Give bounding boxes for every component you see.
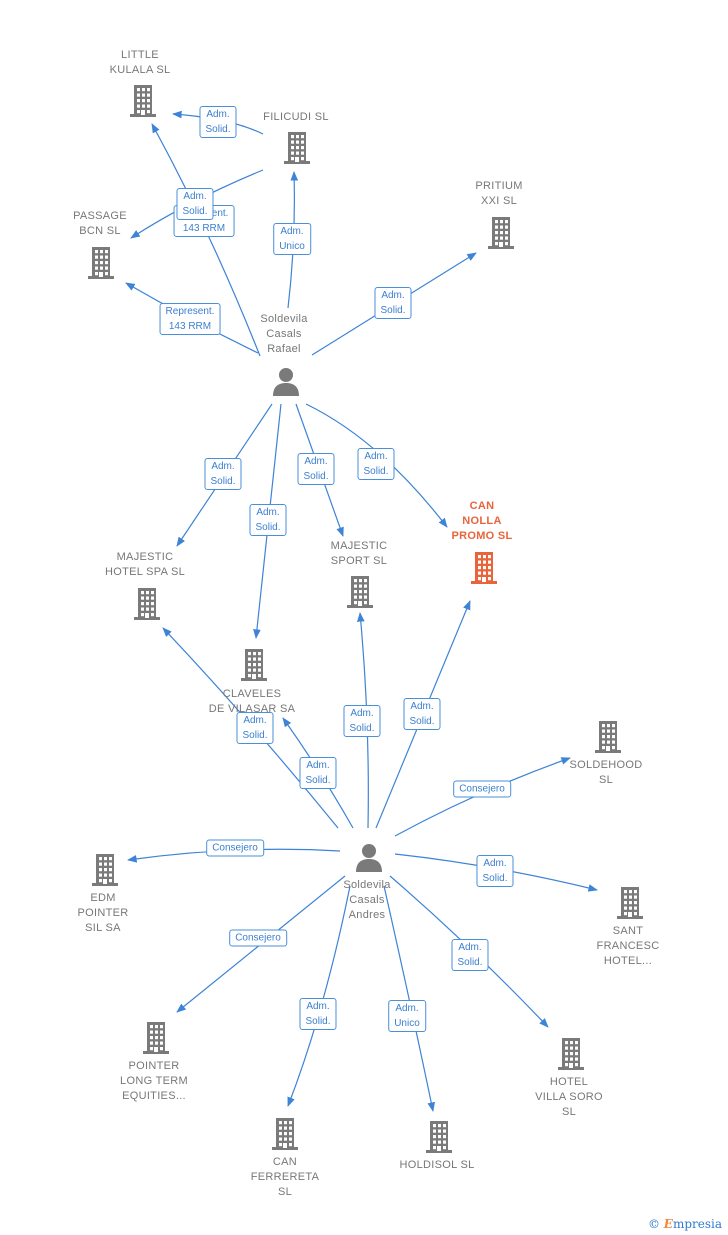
node-label-villasoro[interactable]: HOTEL VILLA SORO SL <box>535 1076 603 1118</box>
edge-label-andres-to-pointer[interactable]: Consejero <box>229 929 287 947</box>
edge-label-andres-to-santfrancesc[interactable]: Adm. Solid. <box>476 855 514 887</box>
node-label-andres[interactable]: Soldevila Casals Andres <box>343 879 391 921</box>
edge-label-andres-to-cannolla[interactable]: Adm. Solid. <box>403 698 441 730</box>
edge-label-andres-to-majsport[interactable]: Adm. Solid. <box>343 705 381 737</box>
building-icon-edm[interactable] <box>88 852 122 893</box>
edge-label-filicudi-to-passage[interactable]: Adm. Solid. <box>176 188 214 220</box>
edge-label-andres-to-soldehood[interactable]: Consejero <box>453 780 511 798</box>
building-icon-santfrancesc[interactable] <box>613 885 647 926</box>
edge-label-rafael-to-filicudi[interactable]: Adm. Unico <box>273 223 311 255</box>
edge-label-filicudi-to-little[interactable]: Adm. Solid. <box>199 106 237 138</box>
node-label-canferrereta[interactable]: CAN FERRERETA SL <box>250 1156 320 1198</box>
building-icon-majsport[interactable] <box>343 574 377 615</box>
brand-rest: mpresia <box>672 1217 722 1231</box>
node-label-majsport[interactable]: MAJESTIC SPORT SL <box>330 540 388 567</box>
edge-label-rafael-to-pritium[interactable]: Adm. Solid. <box>374 287 412 319</box>
edge-label-rafael-to-majhotel[interactable]: Adm. Solid. <box>204 458 242 490</box>
edge-label-rafael-to-cannolla[interactable]: Adm. Solid. <box>357 448 395 480</box>
node-label-santfrancesc[interactable]: SANT FRANCESC HOTEL... <box>596 925 660 967</box>
edge-label-andres-to-majhotel[interactable]: Adm. Solid. <box>236 712 274 744</box>
building-icon-passage[interactable] <box>84 245 118 286</box>
edge-label-andres-to-canferrereta[interactable]: Adm. Solid. <box>299 998 337 1030</box>
edge-andres-to-holdisol <box>383 885 436 1112</box>
building-icon-holdisol[interactable] <box>422 1119 456 1160</box>
copyright-symbol: © <box>647 1217 660 1231</box>
node-label-pointer[interactable]: POINTER LONG TERM EQUITIES... <box>120 1060 188 1102</box>
edge-label-rafael-to-passage[interactable]: Represent. 143 RRM <box>159 303 221 335</box>
node-label-soldehood[interactable]: SOLDEHOOD SL <box>569 759 643 786</box>
node-label-rafael[interactable]: Soldevila Casals Rafael <box>260 313 308 355</box>
edge-label-andres-to-claveles[interactable]: Adm. Solid. <box>299 757 337 789</box>
building-icon-pritium[interactable] <box>484 215 518 256</box>
node-label-little[interactable]: LITTLE KULALA SL <box>109 49 171 76</box>
person-icon-andres[interactable] <box>354 843 384 878</box>
person-icon-rafael[interactable] <box>271 367 301 402</box>
edge-label-andres-to-edm[interactable]: Consejero <box>206 839 264 857</box>
edge-label-rafael-to-majsport[interactable]: Adm. Solid. <box>297 453 335 485</box>
node-label-passage[interactable]: PASSAGE BCN SL <box>73 210 127 237</box>
building-icon-majhotel[interactable] <box>130 586 164 627</box>
brand-initial: E <box>663 1217 673 1231</box>
edge-label-rafael-to-claveles[interactable]: Adm. Solid. <box>249 504 287 536</box>
edge-label-andres-to-holdisol[interactable]: Adm. Unico <box>388 1000 426 1032</box>
empresia-logo: © Empresia <box>648 1217 722 1231</box>
node-label-cannolla[interactable]: CAN NOLLA PROMO SL <box>451 500 513 542</box>
node-label-majhotel[interactable]: MAJESTIC HOTEL SPA SL <box>104 551 186 578</box>
building-icon-canferrereta[interactable] <box>268 1116 302 1157</box>
building-icon-little[interactable] <box>126 83 160 124</box>
edge-label-andres-to-villasoro[interactable]: Adm. Solid. <box>451 939 489 971</box>
building-icon-soldehood[interactable] <box>591 719 625 760</box>
edge-andres-to-canferrereta <box>287 885 351 1107</box>
node-label-edm[interactable]: EDM POINTER SIL SA <box>77 892 129 934</box>
node-label-filicudi[interactable]: FILICUDI SL <box>263 111 329 123</box>
building-icon-claveles[interactable] <box>237 647 271 688</box>
node-label-pritium[interactable]: PRITIUM XXI SL <box>475 180 523 207</box>
building-icon-pointer[interactable] <box>139 1020 173 1061</box>
node-label-holdisol[interactable]: HOLDISOL SL <box>399 1159 475 1171</box>
building-icon-villasoro[interactable] <box>554 1036 588 1077</box>
building-icon-filicudi[interactable] <box>280 130 314 171</box>
building-icon-cannolla[interactable] <box>467 550 501 591</box>
